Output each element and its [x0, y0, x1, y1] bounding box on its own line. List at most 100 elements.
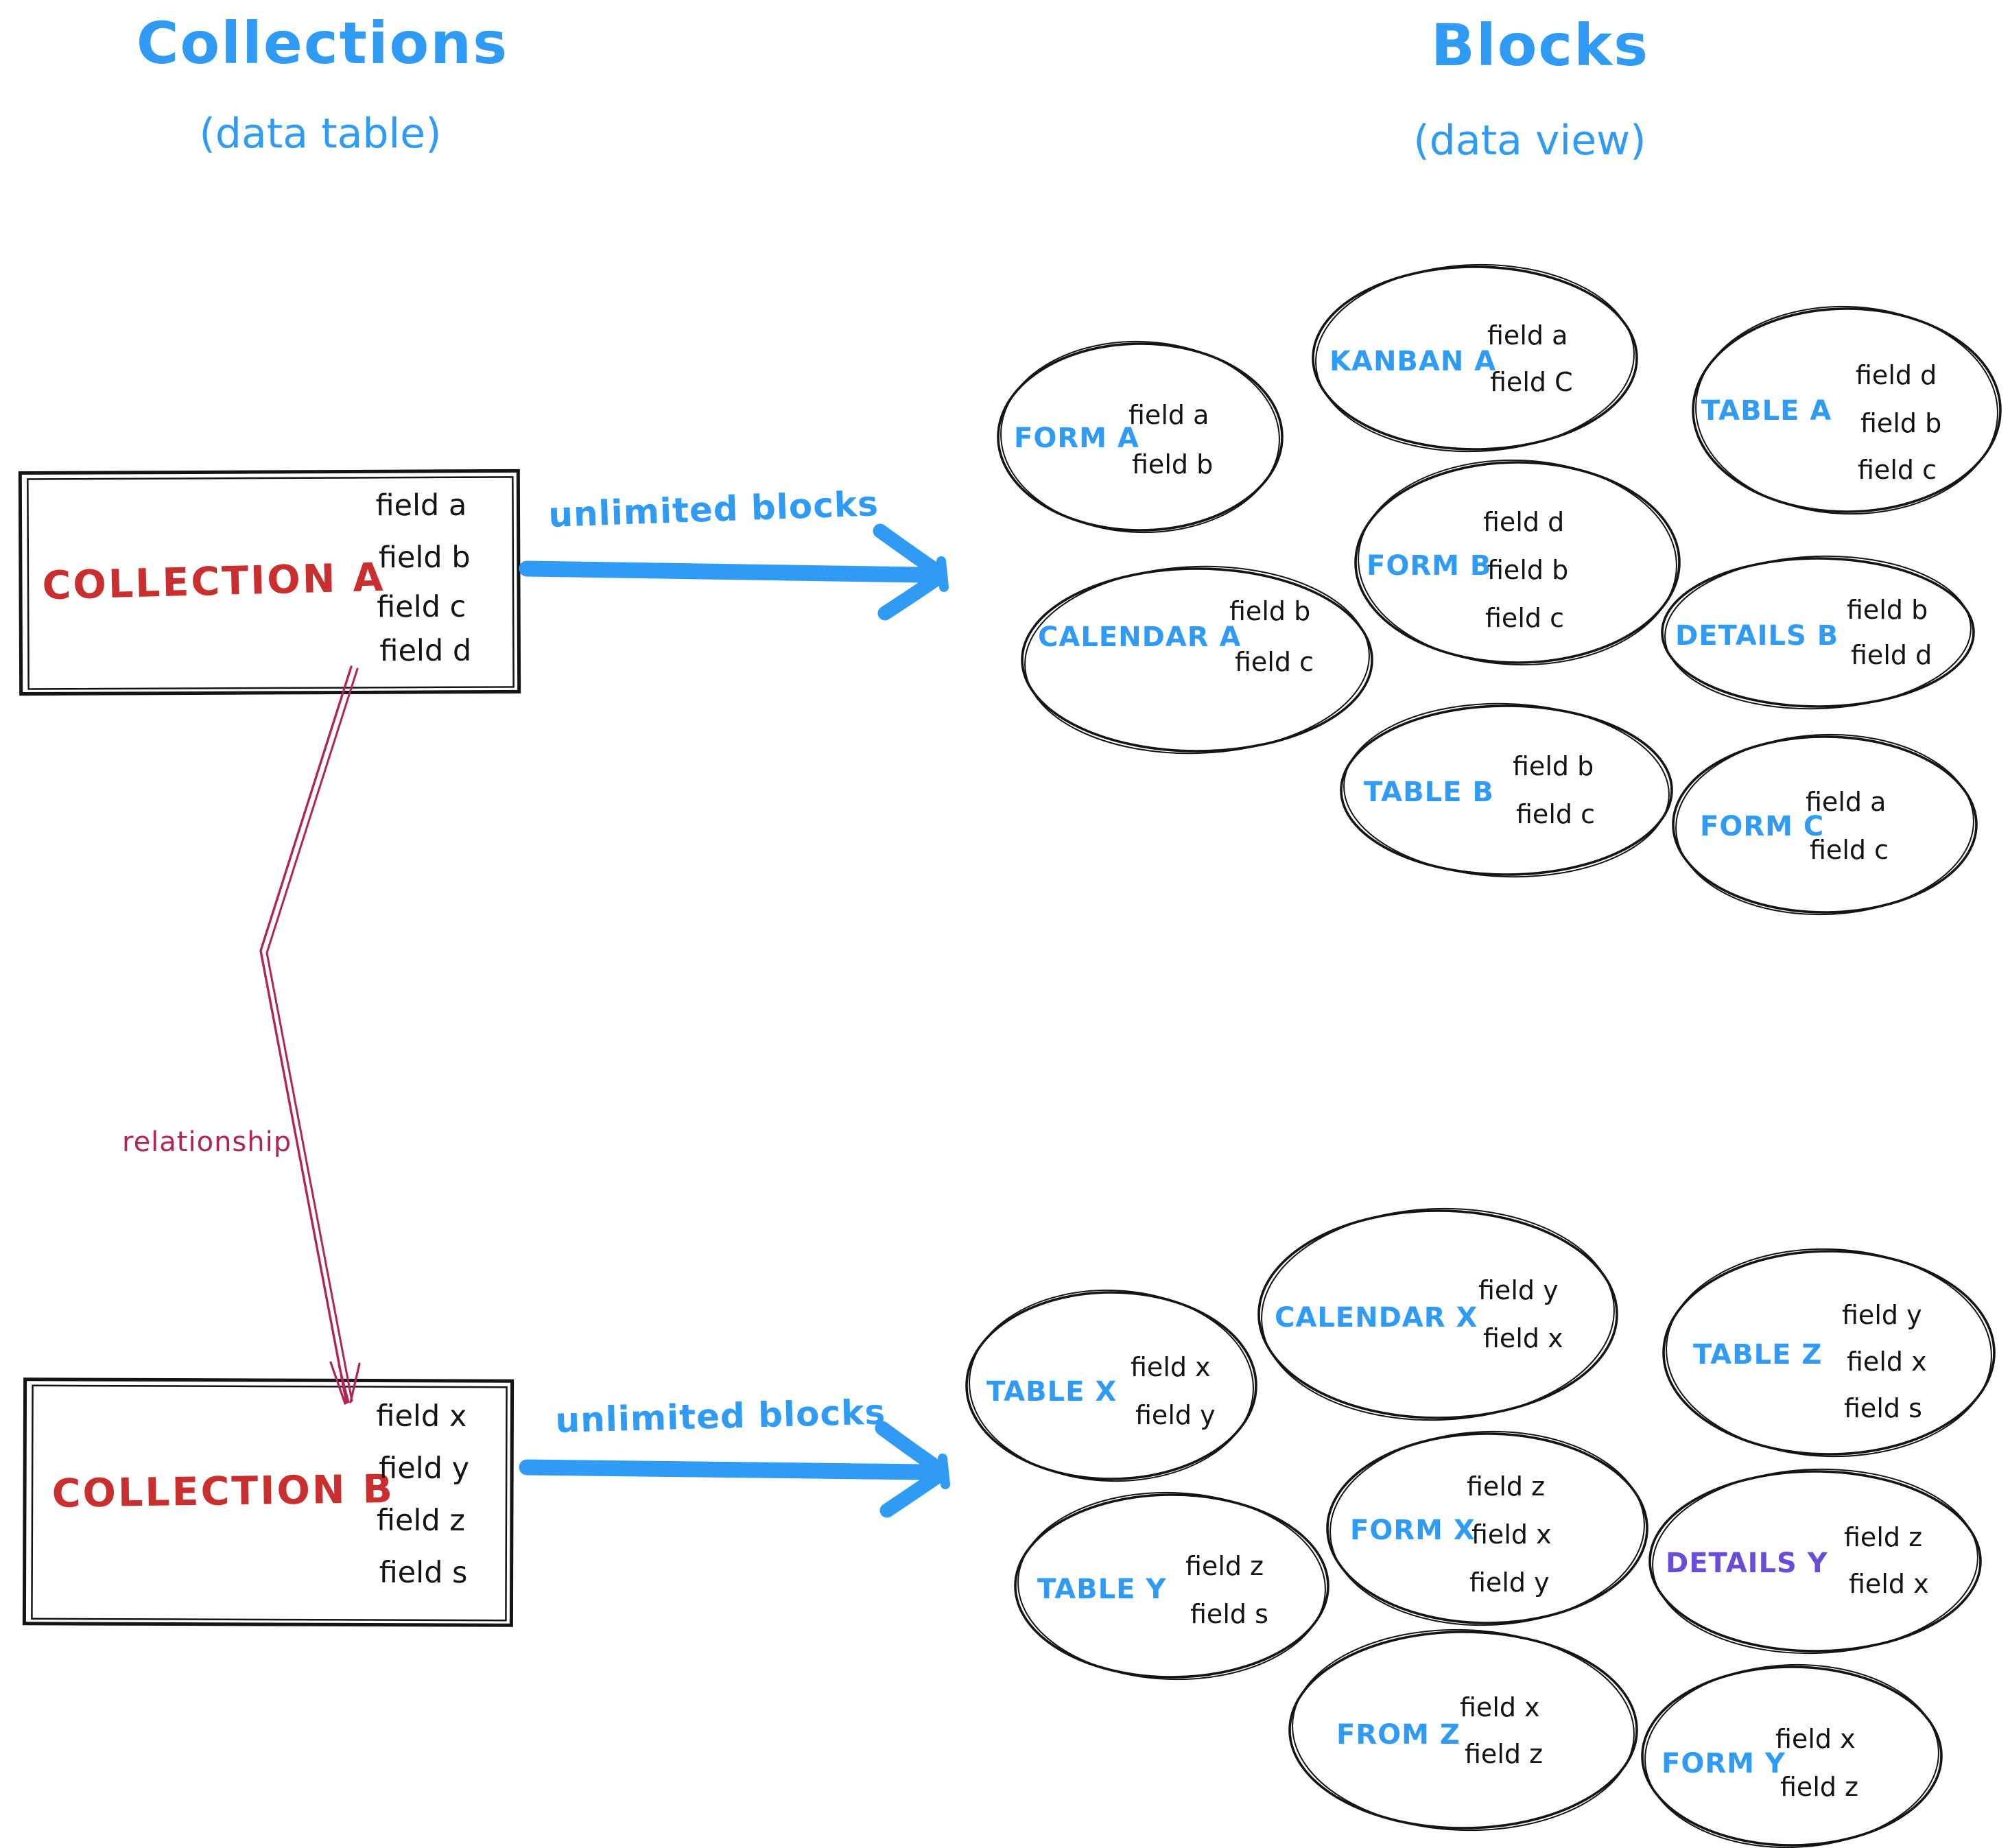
block-field: field z	[1780, 1772, 1858, 1802]
block-field: field x	[1849, 1569, 1929, 1599]
block-field: field a	[1806, 787, 1886, 817]
collection-b-field: field y	[379, 1452, 469, 1486]
block-form-b: FORM B field d field b field c	[1354, 459, 1681, 666]
arrow-head	[873, 523, 946, 580]
relationship-arrowhead	[349, 1362, 361, 1403]
collection-a-field: field a	[375, 488, 466, 523]
block-field: field c	[1516, 799, 1595, 829]
block-field: field z	[1844, 1522, 1922, 1552]
block-label: TABLE X	[986, 1376, 1117, 1408]
block-label: CALENDAR A	[1038, 621, 1241, 653]
block-label: TABLE B	[1364, 777, 1494, 808]
block-form-a: FORM A field a field b	[997, 340, 1284, 534]
collection-a-border-inner	[27, 476, 515, 690]
relationship-arrowhead	[338, 1364, 350, 1403]
block-label: FORM X	[1350, 1515, 1476, 1546]
block-field: field b	[1513, 751, 1594, 781]
unlimited-blocks-arrow-top: unlimited blocks	[519, 484, 949, 621]
block-field: field y	[1135, 1400, 1216, 1430]
block-field: field s	[1190, 1599, 1268, 1629]
block-label: DETAILS B	[1675, 620, 1838, 652]
block-field: field c	[1485, 603, 1564, 633]
block-details-b: DETAILS B field b field d	[1661, 555, 1975, 710]
block-field: field x	[1483, 1323, 1563, 1353]
block-details-y: DETAILS Y field z field x	[1648, 1468, 1982, 1655]
block-label: TABLE Y	[1037, 1574, 1166, 1605]
block-calendar-a: CALENDAR A field b field c	[1021, 565, 1373, 755]
block-table-y: TABLE Y field z field s	[1014, 1491, 1329, 1681]
block-field: field z	[1465, 1739, 1543, 1769]
block-label: FORM B	[1367, 550, 1491, 582]
collection-a-title: COLLECTION A	[42, 555, 386, 609]
collection-b-box: COLLECTION B field x field y field z fie…	[22, 1377, 515, 1627]
collection-a-box: COLLECTION A field a field b field c fie…	[18, 469, 521, 696]
collections-subtitle: (data table)	[200, 110, 442, 158]
block-field: field y	[1842, 1300, 1922, 1330]
block-label: KANBAN A	[1329, 346, 1496, 377]
block-field: field a	[1487, 320, 1568, 351]
relationship-arrow: relationship	[122, 665, 361, 1405]
block-field: field y	[1469, 1567, 1550, 1598]
relationship-line	[259, 665, 353, 1404]
arrow-head-tip	[936, 556, 949, 592]
block-field: field c	[1810, 835, 1889, 865]
block-label: FROM Z	[1336, 1719, 1461, 1751]
block-field: field x	[1131, 1352, 1211, 1382]
block-label: CALENDAR X	[1275, 1302, 1478, 1334]
arrow-head-tip	[938, 1454, 950, 1489]
blocks-title: Blocks	[1431, 12, 1649, 79]
block-label: FORM Y	[1662, 1748, 1786, 1779]
collections-title: Collections	[137, 10, 508, 77]
block-field: field b	[1487, 555, 1568, 585]
collection-b-field: field z	[377, 1504, 465, 1538]
arrow-shaft	[519, 1459, 933, 1480]
block-field: field x	[1847, 1347, 1927, 1377]
block-field: field z	[1467, 1471, 1545, 1502]
block-label: FORM C	[1700, 811, 1824, 842]
block-field: field d	[1483, 507, 1564, 537]
block-label: DETAILS Y	[1666, 1548, 1828, 1579]
unlimited-blocks-arrow-bottom: unlimited blocks	[519, 1392, 950, 1518]
block-calendar-x: CALENDAR X field y field x	[1257, 1207, 1618, 1421]
block-field: field b	[1847, 595, 1928, 625]
block-table-x: TABLE X field x field y	[965, 1289, 1257, 1482]
block-field: field b	[1132, 449, 1213, 479]
arrow-head	[877, 570, 946, 621]
block-kanban-a: KANBAN A field a field C	[1312, 263, 1638, 453]
block-label: TABLE A	[1701, 395, 1832, 427]
unlimited-blocks-label-bottom: unlimited blocks	[555, 1392, 886, 1441]
collection-b-field: field x	[376, 1399, 466, 1434]
collection-b-border	[22, 1377, 515, 1627]
block-field: field x	[1471, 1519, 1552, 1550]
arrow-head	[879, 1467, 947, 1518]
block-table-z: TABLE Z field y field x field s	[1662, 1248, 1996, 1458]
block-label: TABLE Z	[1693, 1339, 1822, 1371]
blocks-subtitle: (data view)	[1413, 117, 1646, 165]
block-field: field d	[1856, 360, 1937, 390]
block-field: field x	[1460, 1692, 1540, 1722]
block-field: field C	[1490, 367, 1573, 397]
relationship-label: relationship	[122, 1126, 292, 1158]
relationship-line-double	[265, 667, 359, 1402]
collection-b-border-inner	[31, 1384, 508, 1622]
collection-a-field: field c	[377, 590, 466, 625]
block-field: field s	[1844, 1393, 1922, 1423]
block-field: field y	[1478, 1275, 1559, 1305]
block-field: field a	[1128, 400, 1209, 430]
collection-a-field: field b	[379, 541, 471, 576]
arrow-head	[875, 1421, 947, 1477]
blocks-heading: Blocks (data view)	[1413, 12, 1649, 165]
collection-a-border	[18, 469, 521, 696]
block-field: field c	[1235, 647, 1314, 677]
arrow-shaft	[519, 560, 932, 583]
relationship-arrowhead	[329, 1361, 346, 1405]
block-field: field z	[1185, 1551, 1264, 1581]
block-field: field b	[1229, 596, 1310, 626]
unlimited-blocks-label-top: unlimited blocks	[547, 484, 879, 535]
collections-heading: Collections (data table)	[137, 10, 508, 158]
collection-b-title: COLLECTION B	[51, 1467, 394, 1517]
block-field: field d	[1851, 640, 1932, 670]
collection-a-field: field d	[379, 634, 471, 669]
